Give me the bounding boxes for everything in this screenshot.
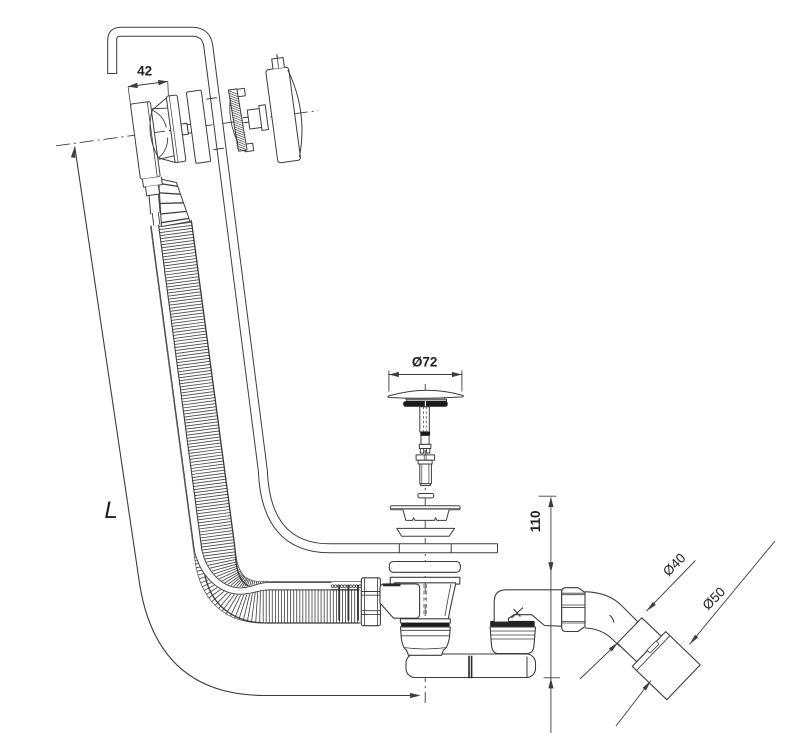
- svg-text:Ø72: Ø72: [412, 355, 438, 370]
- svg-text:110: 110: [528, 511, 543, 533]
- svg-text:42: 42: [137, 64, 152, 79]
- svg-text:L: L: [104, 497, 117, 524]
